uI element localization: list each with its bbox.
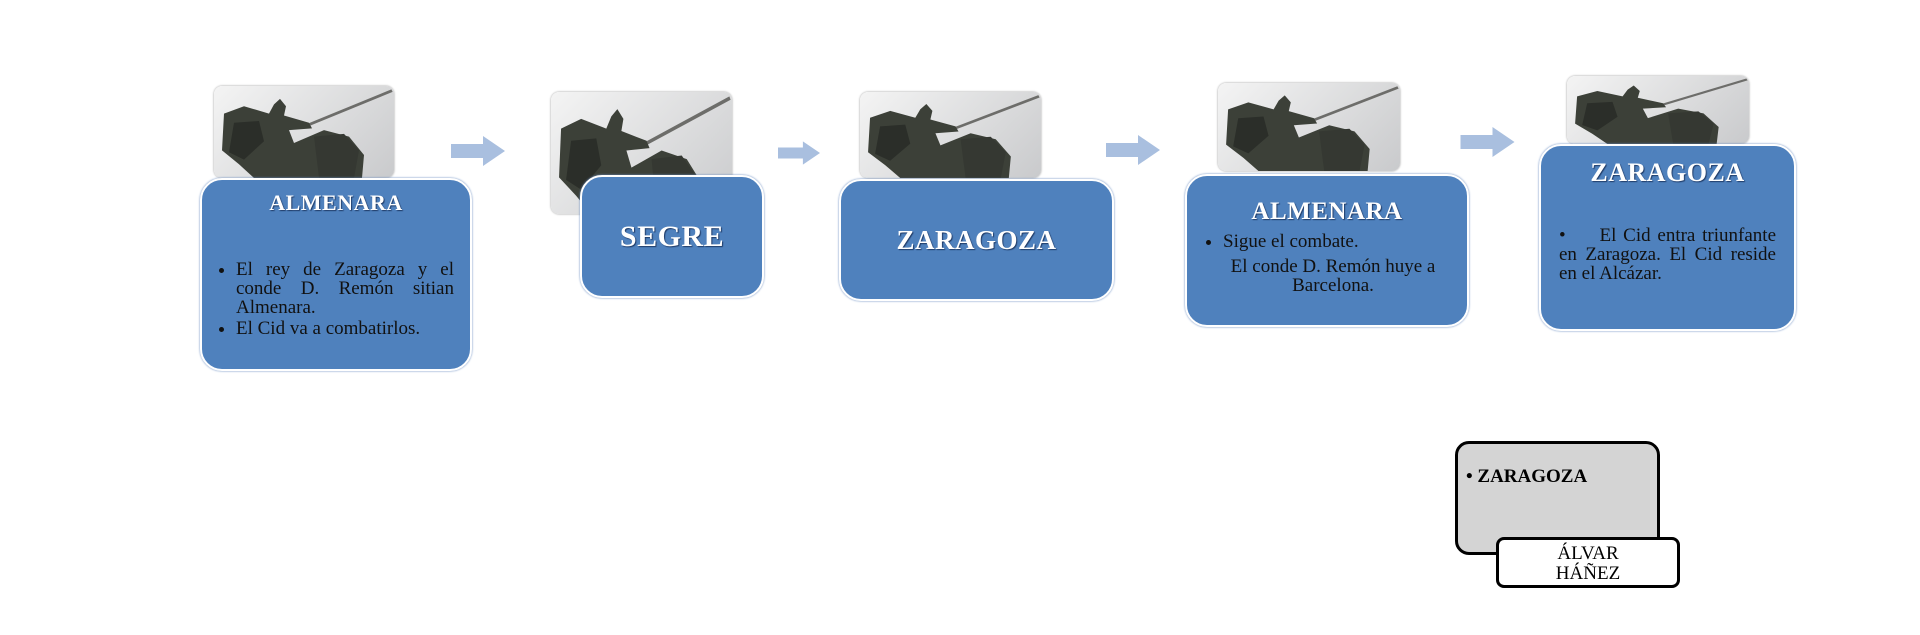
note-box: • ZARAGOZA [1455, 441, 1660, 555]
step-extra-text: El conde D. Remón huye a Barcelona. [1230, 256, 1436, 296]
step-title: ALMENARA [269, 190, 403, 215]
label-line: HÁÑEZ [1555, 563, 1621, 584]
step-bullet: El Cid va a combatirlos. [236, 319, 454, 338]
bullet-icon: • [1466, 466, 1478, 487]
step-almenara-2: ALMENARA Sigue el combate. El conde D. R… [1185, 174, 1469, 327]
step-zaragoza-2: ZARAGOZA • El Cid entra triunfante en Za… [1539, 144, 1796, 331]
step-title: ZARAGOZA [896, 224, 1057, 255]
label-line: ÁLVAR [1557, 543, 1619, 564]
statue-image-3 [860, 92, 1041, 178]
bullet-icon: • [1559, 225, 1600, 246]
step-title: ALMENARA [1251, 198, 1403, 225]
statue-image-1 [214, 86, 394, 178]
step-almenara-1: ALMENARA El rey de Zaragoza y el conde D… [200, 178, 472, 371]
arrow-right-icon [1106, 135, 1160, 165]
step-zaragoza-1: ZARAGOZA [839, 179, 1114, 301]
step-bullet: El rey de Zaragoza y el conde D. Remón s… [236, 260, 454, 317]
step-segre: SEGRE [580, 175, 764, 298]
step-title: ZARAGOZA [1590, 158, 1745, 187]
arrow-right-icon [778, 141, 820, 165]
statue-image-5 [1567, 76, 1749, 144]
step-title: SEGRE [619, 219, 725, 253]
statue-image-4 [1218, 83, 1400, 171]
step-bullet: Sigue el combate. [1223, 232, 1449, 251]
arrow-right-icon [1460, 127, 1515, 157]
step-bullet: • El Cid entra triunfante en Zaragoza. E… [1559, 225, 1776, 284]
note-label: ÁLVAR HÁÑEZ [1496, 537, 1680, 588]
note-bullet: • ZARAGOZA [1466, 466, 1588, 487]
arrow-right-icon [451, 136, 505, 166]
